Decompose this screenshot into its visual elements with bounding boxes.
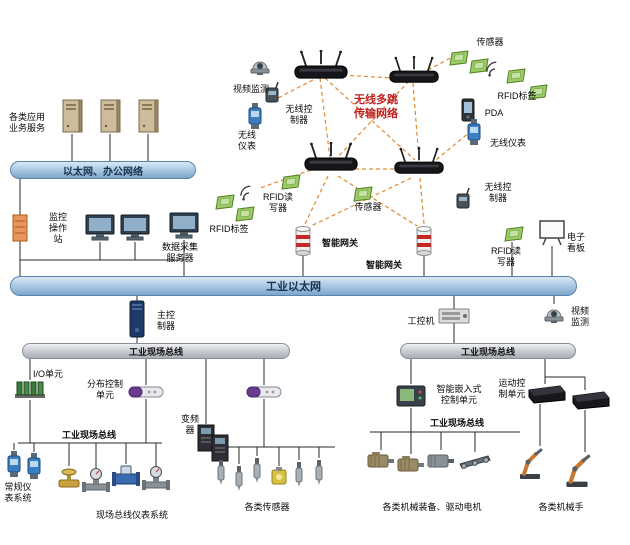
rfid-reader-icon — [503, 226, 525, 242]
label-ipc: 工控机 — [407, 316, 435, 326]
smart-gateway-icon — [294, 226, 312, 256]
rfid-reader-icon — [280, 174, 302, 190]
industrial-ethernet-label: 工业以太网 — [266, 281, 321, 293]
label-inverter: 变频 器 — [180, 414, 199, 435]
instrument-icon — [26, 452, 42, 480]
monitor-icon — [84, 214, 116, 242]
label-rfid-reader-left: RFID读 写器 — [263, 192, 293, 213]
robot-arm-icon — [516, 446, 544, 480]
label-wireless-controller-left: 无线控 制器 — [285, 104, 313, 125]
label-kanban: 电子 看板 — [566, 232, 585, 253]
probe-sensor-icon — [314, 458, 324, 486]
data-server-icon — [168, 212, 200, 240]
rfid-tag-icon — [505, 68, 527, 84]
label-dcu: 分布控制 单元 — [86, 379, 123, 400]
valve-icon — [58, 466, 80, 490]
motor-icon — [426, 450, 456, 470]
label-conventional-instruments: 常规仪 表系统 — [4, 482, 32, 503]
office-network-bus: 以太网、办公网络 — [10, 161, 196, 179]
fieldbus-meter-icon — [112, 464, 140, 490]
label-wireless-instrument-right: 无线仪表 — [489, 138, 526, 148]
label-gateway-left: 智能网关 — [321, 238, 358, 248]
wireless-instrument-icon — [466, 118, 482, 146]
label-video-monitor-top: 视频监测 — [232, 84, 269, 94]
label-motion-unit: 运动控 制单元 — [498, 378, 526, 399]
label-robots: 各类机械手 — [538, 502, 584, 512]
label-rfid-reader-right: RFID读 写器 — [491, 246, 521, 267]
label-sensor-top: 传感器 — [476, 37, 504, 47]
label-monitor-station: 监控 操作 站 — [48, 212, 67, 244]
server-icon — [136, 98, 160, 134]
motion-controller-icon — [570, 390, 612, 410]
router-icon — [303, 142, 359, 174]
flow-meter-icon — [142, 466, 170, 492]
sensor-chip-icon — [448, 50, 470, 66]
fieldbus-left-label: 工业现场总线 — [128, 346, 183, 357]
motor-icon — [396, 454, 426, 474]
wifi-signal-icon — [486, 60, 504, 78]
main-controller-icon — [128, 300, 146, 338]
router-icon — [293, 50, 349, 82]
embedded-controller-icon — [396, 384, 426, 408]
smart-gateway-icon — [415, 226, 433, 256]
probe-sensor-icon — [294, 460, 304, 488]
conveyor-icon — [458, 452, 492, 470]
server-icon — [98, 98, 122, 134]
label-data-server: 数据采集 服务器 — [161, 242, 198, 263]
label-gateway-right: 智能网关 — [365, 260, 402, 270]
fieldbus-right-label: 工业现场总线 — [460, 346, 515, 357]
wired-connections — [13, 134, 586, 468]
fieldbus-right-bar: 工业现场总线 — [400, 343, 576, 359]
label-sensors-bottom: 各类传感器 — [244, 502, 290, 512]
wireless-links — [259, 53, 471, 227]
label-main-controller: 主控 制器 — [156, 310, 175, 331]
io-module-icon — [14, 380, 46, 400]
probe-sensor-icon — [216, 458, 226, 486]
label-rfid-tag-right: RFID标签 — [497, 91, 537, 101]
monitor-icon — [119, 214, 151, 242]
industrial-ethernet-bus: 工业以太网 — [10, 276, 577, 296]
instrument-icon — [6, 450, 22, 478]
control-panel-icon — [12, 214, 28, 242]
label-fieldbus-instruments: 现场总线仪表系统 — [95, 510, 168, 520]
router-icon — [393, 146, 445, 178]
office-network-label: 以太网、办公网络 — [63, 166, 143, 178]
label-fieldbus-lower-left: 工业现场总线 — [61, 430, 116, 440]
label-app-services: 各类应用 业务服务 — [8, 112, 45, 133]
fieldbus-left-bar: 工业现场总线 — [22, 343, 290, 359]
distributed-control-unit-icon — [246, 385, 282, 399]
camera-icon — [248, 56, 272, 76]
label-wireless-network: 无线多跳 传输网络 — [354, 94, 398, 121]
label-wireless-instrument-left: 无线 仪表 — [237, 130, 256, 151]
sensor-chip-icon — [352, 186, 374, 202]
flow-meter-icon — [82, 468, 110, 494]
sensor-device-icon — [270, 466, 288, 488]
distributed-control-unit-icon — [128, 385, 164, 399]
rfid-tag-icon — [214, 194, 236, 210]
wireless-instrument-icon — [247, 102, 263, 130]
camera-icon — [542, 304, 566, 324]
wireless-controller-icon — [455, 188, 471, 210]
ipc-icon — [438, 306, 470, 326]
label-rfid-tag-left: RFID标签 — [209, 224, 249, 234]
label-fieldbus-lower-right: 工业现场总线 — [429, 418, 484, 428]
label-embedded-unit: 智能嵌入式 控制单元 — [436, 384, 482, 405]
probe-sensor-icon — [252, 456, 262, 484]
probe-sensor-icon — [234, 464, 244, 492]
label-video-monitor-right: 视频 监测 — [570, 306, 589, 327]
label-wireless-controller-right: 无线控 制器 — [484, 182, 512, 203]
server-icon — [60, 98, 84, 134]
robot-arm-icon — [562, 452, 592, 488]
motor-icon — [366, 450, 396, 470]
rfid-tag-icon — [234, 206, 256, 222]
label-machinery: 各类机械装备、驱动电机 — [382, 502, 482, 512]
label-io-unit: I/O单元 — [32, 369, 63, 379]
label-sensor-mid: 传感器 — [354, 202, 382, 212]
label-pda: PDA — [484, 108, 504, 118]
router-icon — [388, 56, 440, 86]
